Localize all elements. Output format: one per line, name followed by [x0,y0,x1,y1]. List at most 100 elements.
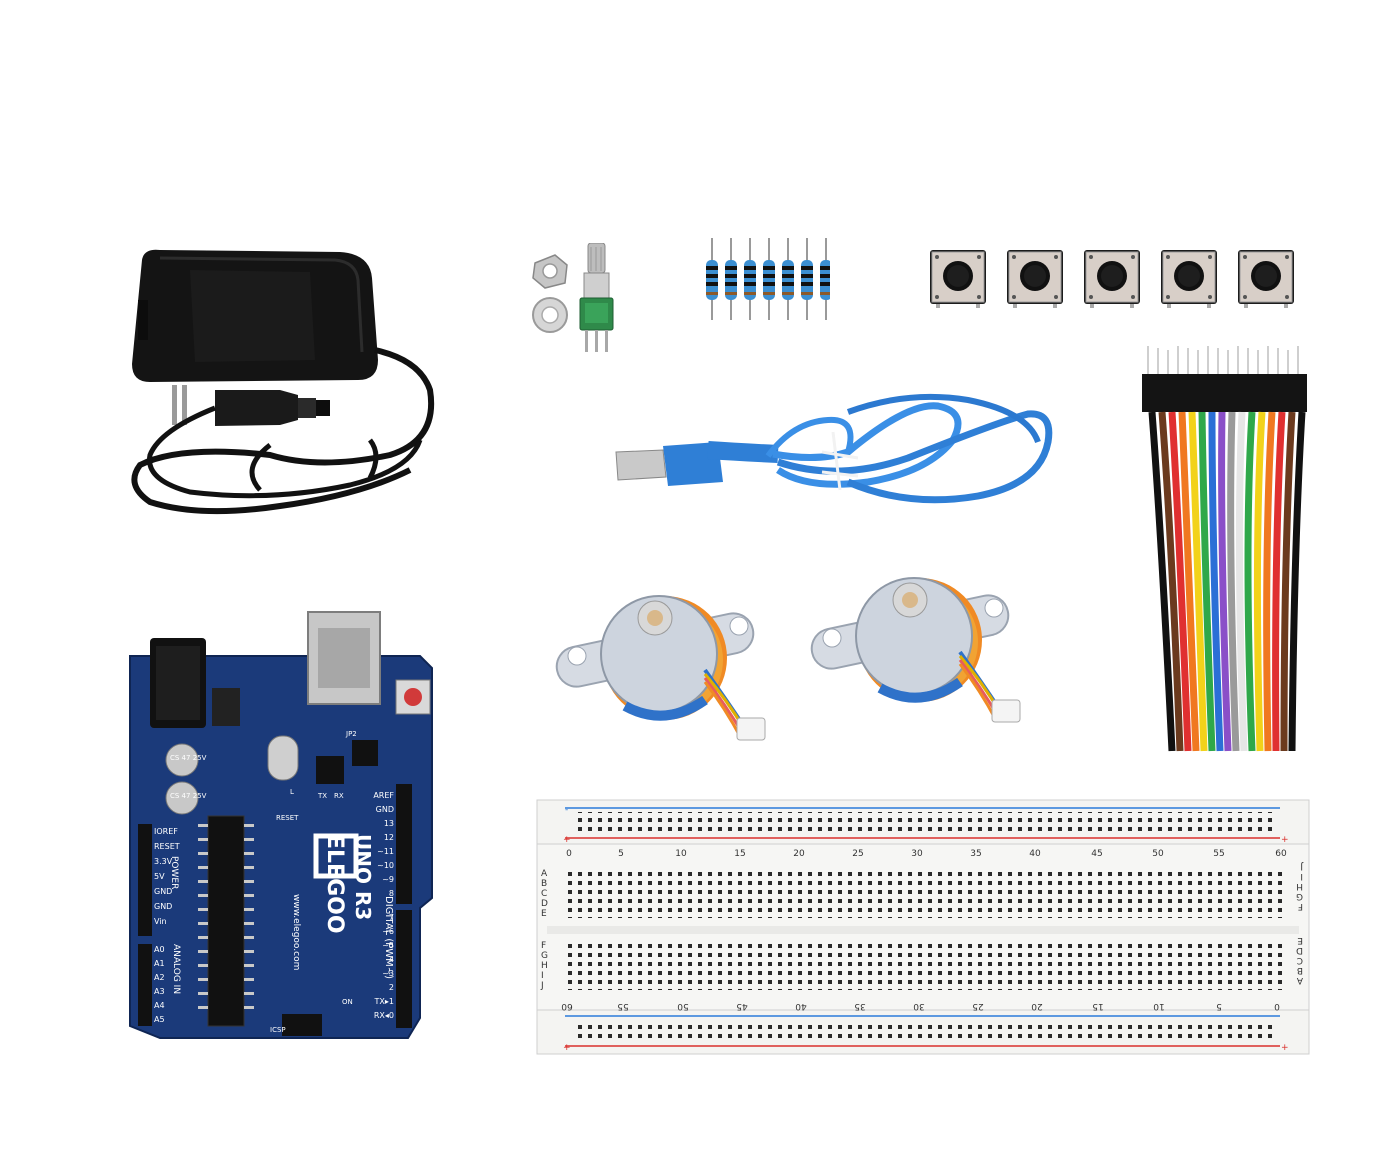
tx-label: TX [317,792,327,800]
pin-label: A1 [154,959,165,968]
row-letter: F [1298,901,1303,911]
row-letter: E [541,909,547,919]
pin-label: ~11 [377,847,394,856]
board-brand: ELEGOO [322,834,347,934]
pin-label: IOREF [154,827,178,836]
pin-label: 8 [389,889,394,898]
column-number: 35 [854,1001,865,1011]
pin-label: ~5 [382,941,394,950]
potentiometer [525,243,630,355]
row-letter: E [1297,935,1303,945]
capacitor-label-2: CS 47 25V [170,792,207,800]
row-letter: G [1296,891,1303,901]
row-letter: B [1297,965,1303,975]
column-number: 0 [1274,1001,1280,1011]
column-number: 25 [972,1001,983,1011]
pin-label: A5 [154,1015,165,1024]
column-number: 50 [677,1001,689,1011]
pin-label: GND [376,805,394,814]
pin-label: A0 [154,945,165,954]
analog-header-label: ANALOG IN [171,944,181,994]
column-number: 10 [1153,1001,1165,1011]
row-letter: G [541,951,548,961]
stepper-motor-1 [555,578,785,758]
column-number: 60 [561,1001,573,1011]
push-button-icon [930,250,986,308]
row-letter: H [1296,881,1303,891]
potentiometer-icon [532,243,614,352]
pin-label: 5V [154,872,165,881]
resistor-group [700,238,830,320]
column-number: 30 [911,849,923,859]
row-letter: F [541,941,546,951]
pin-label: 12 [384,833,394,842]
pin-label: 4 [389,955,394,964]
column-number: 45 [1091,849,1102,859]
jumper-wires [1132,346,1312,761]
column-number: 20 [1031,1001,1043,1011]
breadboard: 0 5 10 15 20 25 30 35 40 45 50 55 60 60 … [535,798,1313,1056]
power-header-label: POWER [169,856,179,889]
pin-label: ~9 [382,875,394,884]
breadboard-icon: 0 5 10 15 20 25 30 35 40 45 50 55 60 60 … [536,799,1310,1055]
pin-label: 7 [389,913,394,922]
pin-label: RESET [154,842,180,851]
column-number: 30 [913,1001,925,1011]
row-letter: C [1297,955,1303,965]
pin-label: A4 [154,1001,165,1010]
digital-header-label: DIGITAL (PWM~) [383,896,394,979]
pin-label: 3.3V [154,857,173,866]
power-adapter [120,240,440,525]
column-number: 35 [970,849,981,859]
column-number: 60 [1275,849,1287,859]
push-button-group [928,246,1296,308]
row-letter: A [541,869,548,879]
pin-label: 13 [384,819,394,828]
row-letter: J [1300,861,1304,871]
row-letter: D [1296,945,1303,955]
column-number: 5 [618,849,624,859]
column-number: 20 [793,849,805,859]
power-adapter-icon [131,249,435,515]
column-number: 55 [1213,849,1224,859]
capacitor-label-1: CS 47 25V [170,754,207,762]
board-website: www.elegoo.com [291,894,301,970]
rx-label: RX [334,792,344,800]
usb-cable-icon [615,393,1053,504]
column-number: 5 [1216,1001,1222,1011]
usb-cable [608,392,1058,512]
on-label: ON [342,998,353,1006]
row-letter: J [540,981,544,991]
column-number: 10 [675,849,687,859]
pin-label: A2 [154,973,165,982]
svg-text:+: + [563,1043,571,1053]
arduino-board: CS 47 25V CS 47 25V [120,608,440,1053]
row-letter: A [1296,975,1303,985]
pin-label: ~6 [382,927,394,936]
pin-label: Vin [154,917,167,926]
column-number: 15 [734,849,745,859]
column-number: 15 [1092,1001,1103,1011]
stepper-motor-2 [810,560,1040,740]
row-letter: I [541,971,544,981]
pin-label: TX▸1 [374,997,394,1006]
column-number: 0 [566,849,572,859]
resistor-icon [706,238,830,320]
column-number: 45 [736,1001,747,1011]
row-letter: C [541,889,547,899]
stepper-motor-icon [810,560,1040,740]
row-letter: B [541,879,547,889]
row-letter: I [1300,871,1303,881]
pin-label: RX◂0 [374,1011,394,1020]
column-number: 55 [617,1001,628,1011]
jumper-wires-icon [1142,346,1307,752]
pin-label: AREF [373,791,394,800]
pin-label: GND [154,902,172,911]
arduino-board-icon: CS 47 25V CS 47 25V [129,611,433,1039]
pin-label: ~10 [377,861,394,870]
column-number: 25 [852,849,863,859]
icsp-label: ICSP [270,1026,286,1034]
row-letter: H [541,961,548,971]
column-number: 40 [795,1001,807,1011]
stepper-motor-icon [555,595,766,741]
